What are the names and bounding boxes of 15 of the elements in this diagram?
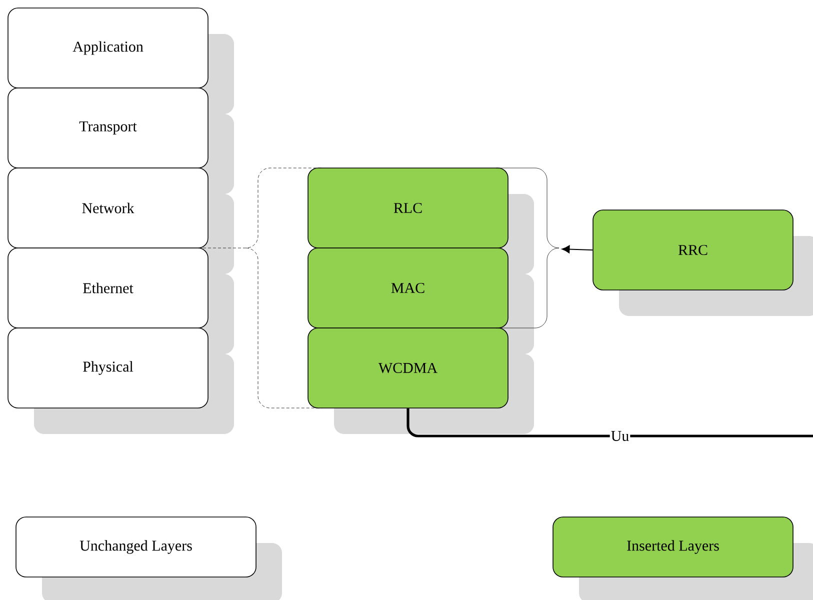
legend-label: Inserted Layers	[627, 540, 719, 554]
connector	[406, 408, 813, 438]
layer-box: MAC	[308, 248, 508, 328]
edge-label: Uu	[610, 430, 630, 442]
layer-box: Transport	[8, 88, 208, 168]
connector	[562, 245, 594, 254]
layer-box: Physical	[8, 328, 208, 408]
layer-box: WCDMA	[308, 328, 508, 408]
layer-box: RLC	[308, 168, 508, 248]
bracket	[496, 168, 560, 328]
layer-box: Application	[8, 8, 208, 88]
legend-label: Unchanged Layers	[80, 540, 192, 554]
layer-box: Network	[8, 168, 208, 248]
layer-box: Ethernet	[8, 248, 208, 328]
layer-box: RRC	[592, 210, 794, 290]
